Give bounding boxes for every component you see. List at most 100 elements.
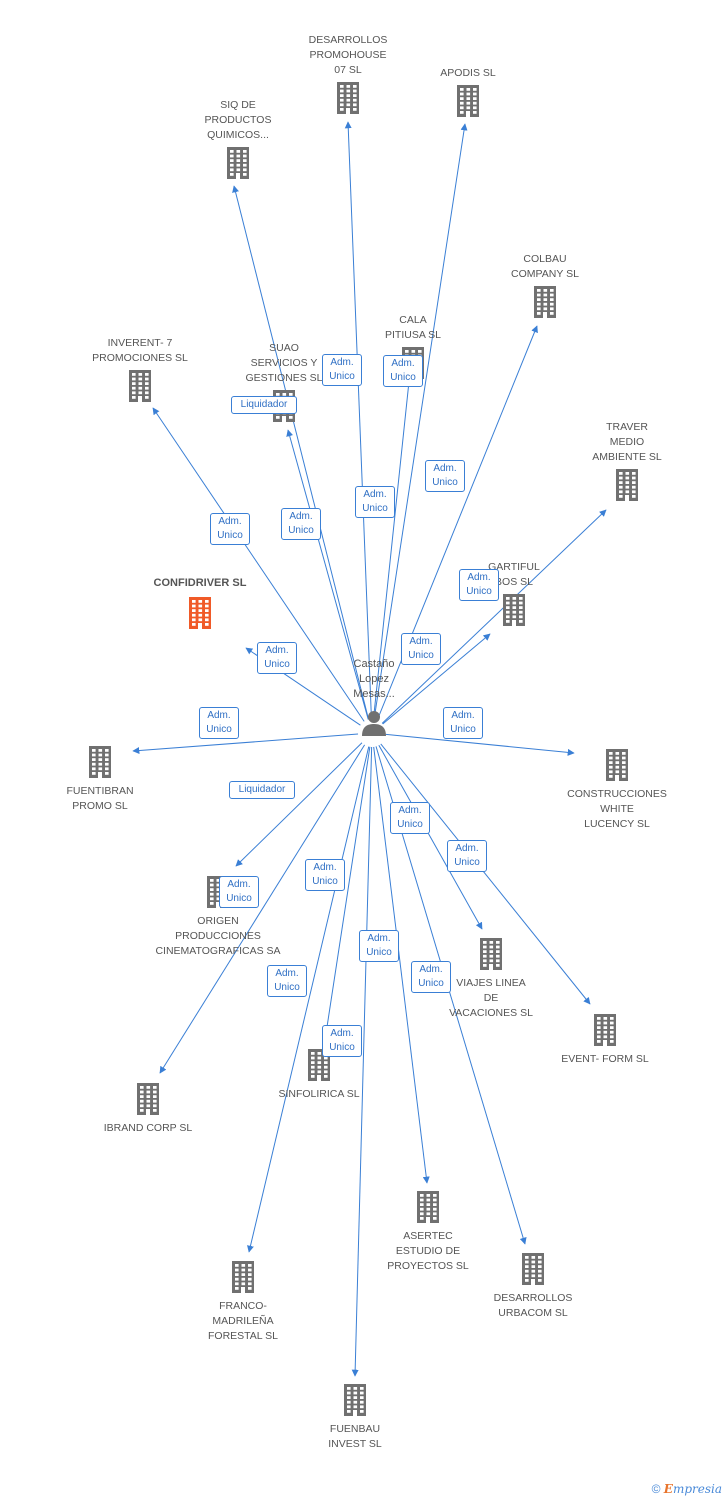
copyright-symbol: © bbox=[651, 1482, 661, 1496]
relation-edge bbox=[235, 742, 363, 867]
relation-edge bbox=[373, 746, 430, 1184]
company-label: IBRAND CORP SL bbox=[103, 1122, 193, 1134]
relation-edge bbox=[344, 121, 372, 720]
building-icon bbox=[606, 749, 628, 781]
person-icon bbox=[362, 711, 386, 736]
company-node[interactable]: GARTIFUL BOS SL bbox=[444, 560, 584, 627]
relation-label[interactable]: Adm. Unico bbox=[359, 930, 399, 962]
company-label: FUENBAU INVEST SL bbox=[328, 1423, 382, 1450]
company-node[interactable]: FUENTIBRAN PROMO SL bbox=[30, 745, 170, 814]
company-node[interactable]: ASERTEC ESTUDIO DE PROYECTOS SL bbox=[358, 1190, 498, 1274]
building-icon bbox=[232, 1261, 254, 1293]
building-icon bbox=[534, 286, 556, 318]
company-label: FRANCO- MADRILEÑA FORESTAL SL bbox=[207, 1300, 279, 1342]
relation-label[interactable]: Adm. Unico bbox=[322, 354, 362, 386]
company-node[interactable]: COLBAU COMPANY SL bbox=[475, 252, 615, 319]
relation-edge bbox=[382, 633, 491, 725]
company-node[interactable]: INVERENT- 7 PROMOCIONES SL bbox=[70, 336, 210, 403]
relation-label[interactable]: Adm. Unico bbox=[219, 876, 259, 908]
building-icon bbox=[89, 746, 111, 778]
company-node[interactable]: SINFOLIRICA SL bbox=[249, 1048, 389, 1102]
company-label: CALA PITIUSA SL bbox=[384, 314, 442, 341]
relation-edge bbox=[132, 733, 359, 755]
relation-edge bbox=[152, 407, 365, 722]
relation-edge bbox=[286, 429, 369, 720]
company-node[interactable]: SIQ DE PRODUCTOS QUIMICOS... bbox=[168, 98, 308, 180]
company-label: INVERENT- 7 PROMOCIONES SL bbox=[92, 337, 188, 364]
relation-label[interactable]: Adm. Unico bbox=[447, 840, 487, 872]
relation-label[interactable]: Adm. Unico bbox=[383, 355, 423, 387]
building-icon bbox=[503, 594, 525, 626]
company-label: APODIS SL bbox=[440, 67, 496, 79]
focus-company-label: CONFIDRIVER SL bbox=[153, 577, 247, 589]
building-icon bbox=[344, 1384, 366, 1416]
company-node[interactable]: ORIGEN PRODUCCIONES CINEMATOGRAFICAS SA bbox=[148, 875, 288, 959]
relation-edge bbox=[381, 509, 607, 724]
company-label: SIQ DE PRODUCTOS QUIMICOS... bbox=[204, 99, 272, 141]
relation-label[interactable]: Liquidador bbox=[229, 781, 295, 799]
relation-label[interactable]: Adm. Unico bbox=[355, 486, 395, 518]
company-label: ASERTEC ESTUDIO DE PROYECTOS SL bbox=[387, 1230, 469, 1272]
relation-edge bbox=[380, 743, 591, 1005]
relation-label[interactable]: Adm. Unico bbox=[322, 1025, 362, 1057]
relation-label[interactable]: Liquidador bbox=[231, 396, 297, 414]
company-label: GARTIFUL BOS SL bbox=[488, 561, 540, 588]
relation-label[interactable]: Adm. Unico bbox=[210, 513, 250, 545]
company-node[interactable]: DESARROLLOS URBACOM SL bbox=[463, 1252, 603, 1321]
company-node[interactable]: APODIS SL bbox=[398, 66, 538, 118]
building-icon bbox=[616, 469, 638, 501]
relation-label[interactable]: Adm. Unico bbox=[267, 965, 307, 997]
company-label: ORIGEN PRODUCCIONES CINEMATOGRAFICAS SA bbox=[155, 915, 281, 957]
building-icon bbox=[457, 85, 479, 117]
building-icon bbox=[129, 370, 151, 402]
building-icon bbox=[137, 1083, 159, 1115]
company-node[interactable]: EVENT- FORM SL bbox=[535, 1013, 675, 1067]
building-icon bbox=[480, 938, 502, 970]
company-node[interactable]: FUENBAU INVEST SL bbox=[285, 1383, 425, 1452]
relation-label[interactable]: Adm. Unico bbox=[459, 569, 499, 601]
company-node[interactable]: TRAVER MEDIO AMBIENTE SL bbox=[557, 420, 697, 502]
relation-label[interactable]: Adm. Unico bbox=[390, 802, 430, 834]
company-label: SUAO SERVICIOS Y GESTIONES SL bbox=[245, 342, 323, 384]
company-label: CONSTRUCCIONES WHITE LUCENCY SL bbox=[567, 788, 667, 830]
brand-logo[interactable]: Empresia bbox=[663, 1482, 722, 1496]
building-icon bbox=[417, 1191, 439, 1223]
company-node[interactable]: FRANCO- MADRILEÑA FORESTAL SL bbox=[173, 1260, 313, 1344]
company-node[interactable]: SUAO SERVICIOS Y GESTIONES SL bbox=[214, 341, 354, 423]
company-node[interactable]: VIAJES LINEA DE VACACIONES SL bbox=[421, 937, 561, 1021]
company-label: DESARROLLOS URBACOM SL bbox=[493, 1292, 573, 1319]
person-node[interactable]: Castaño Lopez Mesas... bbox=[334, 657, 414, 738]
company-label: VIAJES LINEA DE VACACIONES SL bbox=[449, 977, 533, 1019]
focus-building-icon bbox=[189, 597, 211, 629]
footer: © Empresia bbox=[652, 1482, 722, 1496]
relation-edge bbox=[378, 744, 483, 930]
person-label: Castaño Lopez Mesas... bbox=[353, 658, 395, 700]
focus-company-node[interactable]: CONFIDRIVER SL bbox=[130, 576, 270, 630]
company-node[interactable]: DESARROLLOS PROMOHOUSE 07 SL bbox=[278, 33, 418, 115]
relation-edge bbox=[373, 123, 468, 720]
company-node[interactable]: CONSTRUCCIONES WHITE LUCENCY SL bbox=[547, 748, 687, 832]
relation-edge bbox=[247, 746, 370, 1253]
relation-label[interactable]: Adm. Unico bbox=[425, 460, 465, 492]
company-label: DESARROLLOS PROMOHOUSE 07 SL bbox=[308, 34, 388, 76]
relation-label[interactable]: Adm. Unico bbox=[257, 642, 297, 674]
relation-edge bbox=[322, 746, 371, 1041]
company-label: COLBAU COMPANY SL bbox=[511, 253, 579, 280]
relation-edge bbox=[372, 371, 413, 720]
relation-label[interactable]: Adm. Unico bbox=[401, 633, 441, 665]
relation-edge bbox=[159, 744, 366, 1074]
relation-label[interactable]: Adm. Unico bbox=[411, 961, 451, 993]
relation-label[interactable]: Adm. Unico bbox=[199, 707, 239, 739]
relation-label[interactable]: Adm. Unico bbox=[305, 859, 345, 891]
relation-edge bbox=[232, 185, 370, 720]
relation-label[interactable]: Adm. Unico bbox=[281, 508, 321, 540]
building-icon bbox=[308, 1049, 330, 1081]
company-node[interactable]: IBRAND CORP SL bbox=[78, 1082, 218, 1136]
building-icon bbox=[337, 82, 359, 114]
building-icon bbox=[227, 147, 249, 179]
company-label: TRAVER MEDIO AMBIENTE SL bbox=[592, 421, 662, 463]
relation-edge bbox=[385, 733, 575, 756]
company-label: FUENTIBRAN PROMO SL bbox=[66, 785, 134, 812]
relation-label[interactable]: Adm. Unico bbox=[443, 707, 483, 739]
company-label: SINFOLIRICA SL bbox=[278, 1088, 360, 1100]
